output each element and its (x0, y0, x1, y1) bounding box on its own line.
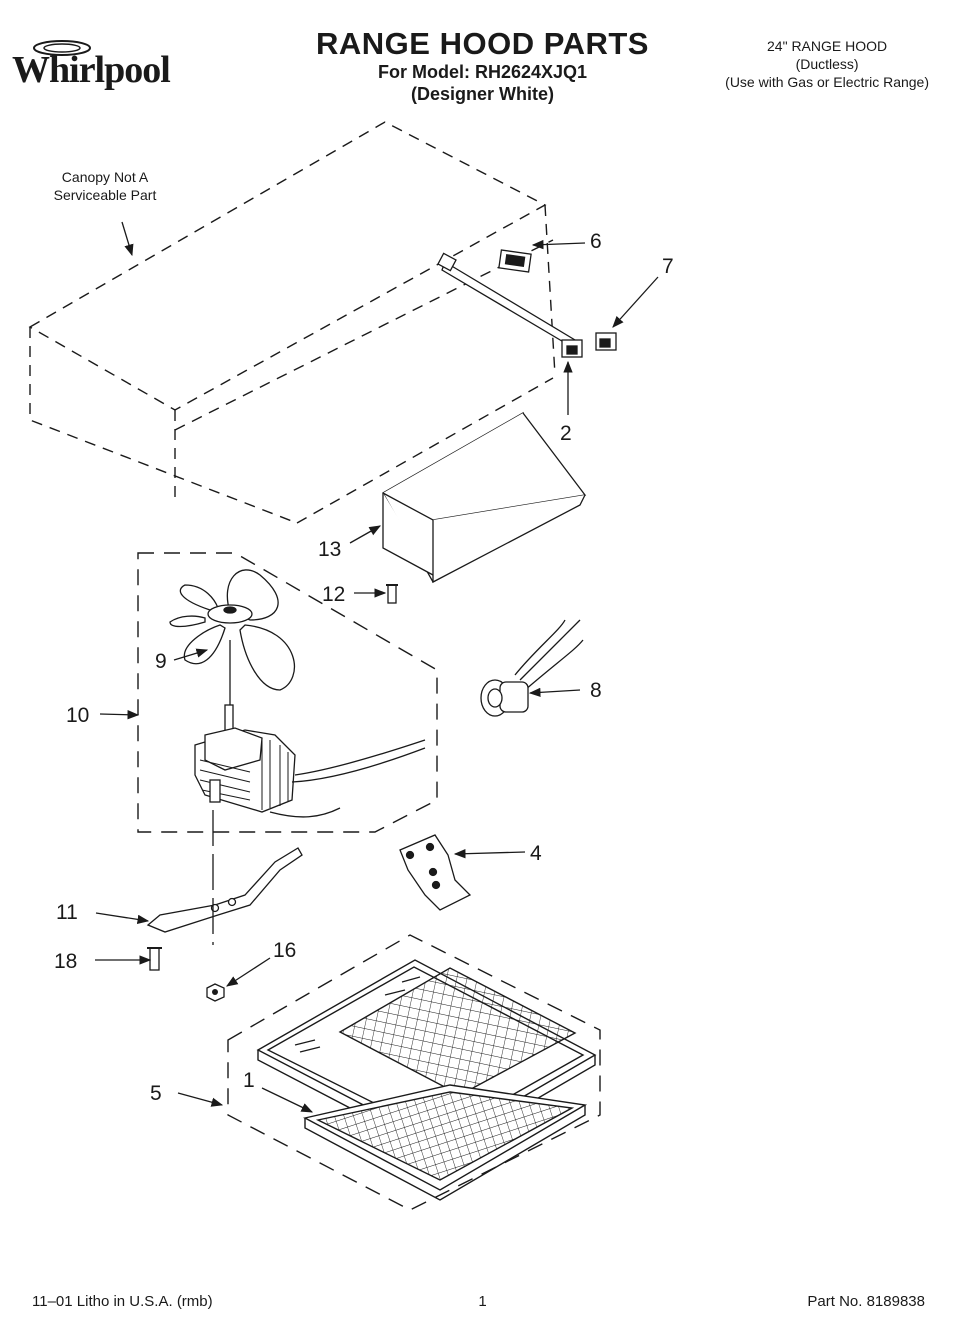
page-number: 1 (478, 1293, 487, 1310)
callout-6: 6 (590, 230, 602, 253)
callout-13: 13 (318, 538, 341, 561)
callout-4: 4 (530, 842, 542, 865)
motor (194, 704, 426, 818)
control-bar (437, 249, 617, 358)
motor-bracket (146, 810, 303, 971)
fan-blade (169, 569, 295, 705)
wire-connector (480, 619, 584, 717)
callout-5: 5 (150, 1082, 162, 1105)
brand-logo: Whirlpool (12, 40, 171, 92)
callout-8: 8 (590, 679, 602, 702)
filter-group-box (227, 934, 601, 1211)
part-number: Part No. 8189838 (807, 1293, 925, 1310)
page-title: RANGE HOOD PARTS (316, 26, 649, 61)
callout-2: 2 (560, 422, 572, 445)
footer-litho: 11–01 Litho in U.S.A. (rmb) (32, 1293, 213, 1310)
callout-12: 12 (322, 583, 345, 606)
callout-1: 1 (243, 1069, 255, 1092)
canopy-note: Canopy Not A Serviceable Part (30, 168, 180, 204)
callout-9: 9 (155, 650, 167, 673)
model-line: For Model: RH2624XJQ1 (377, 62, 588, 82)
callout-18: 18 (54, 950, 77, 973)
product-info: 24" RANGE HOOD (Ductless) (Use with Gas … (725, 37, 929, 91)
callout-11: 11 (56, 901, 78, 924)
info-line: (Ductless) (795, 56, 859, 72)
callout-10: 10 (66, 704, 89, 727)
callout-7: 7 (662, 255, 674, 278)
canopy-outline (28, 121, 556, 524)
callout-leaders (95, 221, 659, 1113)
charcoal-filter (303, 1084, 588, 1201)
filter-channel (382, 411, 587, 604)
canopy-note-line: Canopy Not A (61, 169, 149, 185)
canopy-note-line: Serviceable Part (53, 187, 157, 203)
logo-swirl-icon (33, 40, 91, 56)
callout-16: 16 (273, 939, 296, 962)
mounting-bracket (399, 834, 472, 911)
motor-assembly-box (137, 552, 438, 833)
info-line: 24" RANGE HOOD (767, 38, 888, 54)
info-line: (Use with Gas or Electric Range) (725, 74, 929, 90)
color-line: (Designer White) (410, 84, 554, 104)
